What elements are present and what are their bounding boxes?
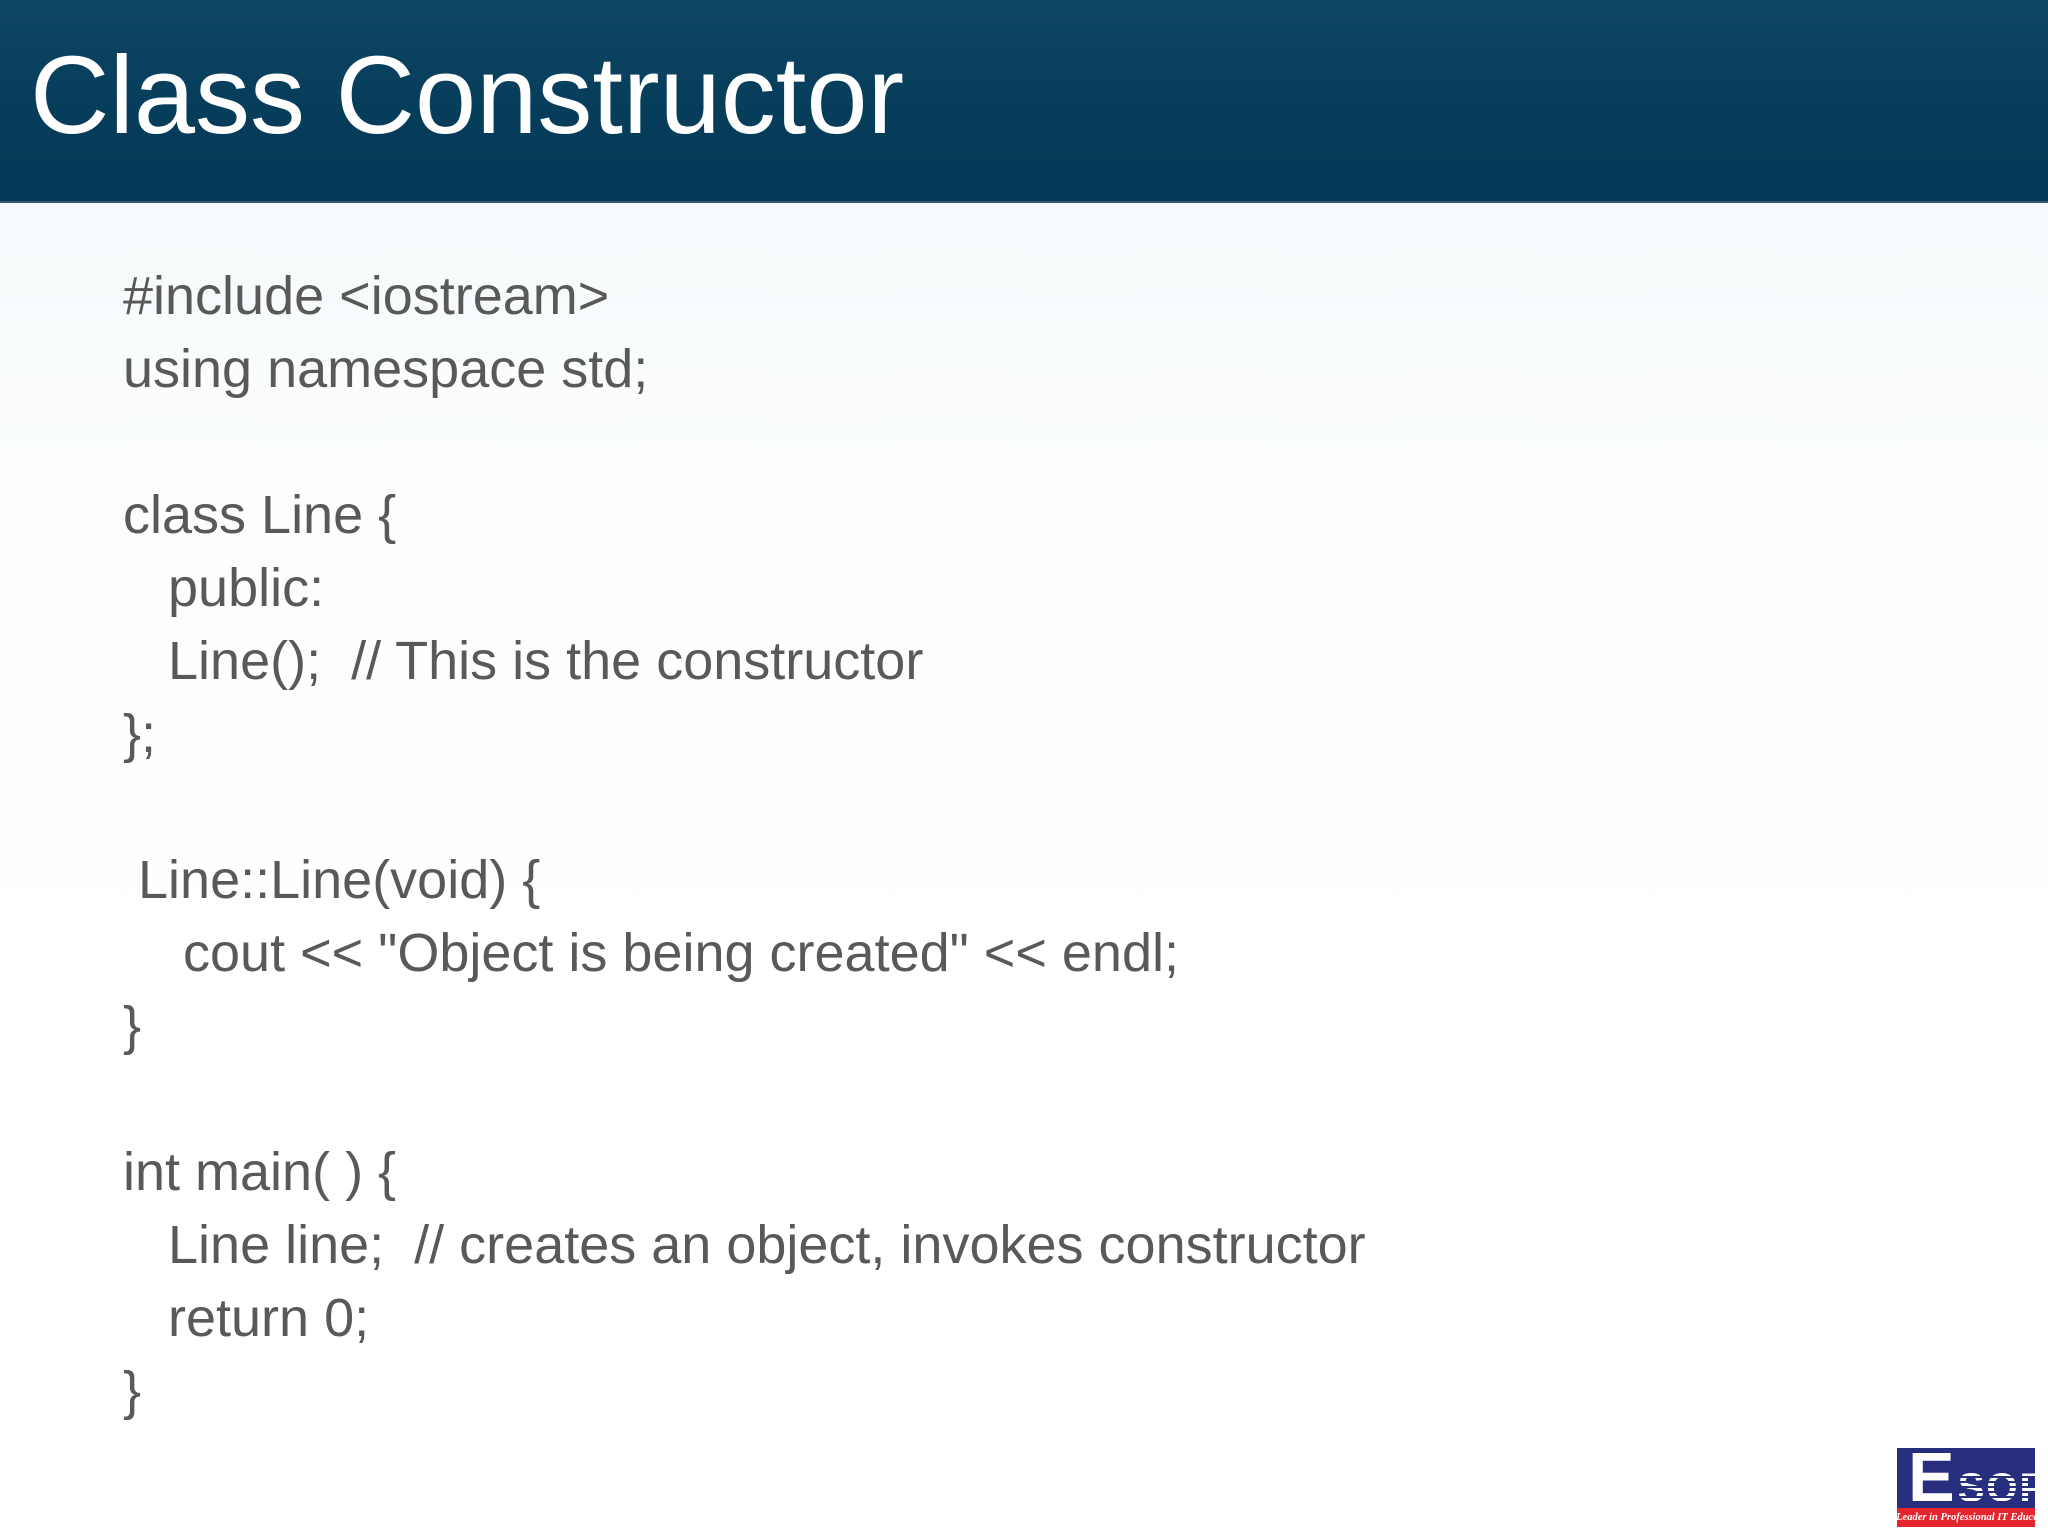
code-line (123, 406, 2008, 479)
code-line: using namespace std; (123, 339, 649, 399)
code-line: #include <iostream> (123, 266, 610, 326)
code-block: #include <iostream>using namespace std; … (0, 203, 2048, 1536)
code-line: } (123, 996, 142, 1056)
page-title: Class Constructor (30, 34, 905, 157)
code-line: cout << "Object is being created" << end… (123, 923, 1179, 983)
title-bar: Class Constructor (0, 0, 2048, 203)
esoft-logo-tagline: The Leader in Professional IT Education (1876, 1512, 2048, 1523)
esoft-logo-banner: The Leader in Professional IT Education (1877, 1508, 2048, 1527)
esoft-logo-letter-e: E (1908, 1448, 1955, 1508)
code-line: return 0; (123, 1288, 370, 1348)
code-line: Line(); // This is the constructor (123, 631, 924, 691)
code-line: Line line; // creates an object, invokes… (123, 1215, 1366, 1275)
code-line: class Line { (123, 485, 397, 545)
code-line: Line::Line(void) { (123, 850, 541, 910)
code-line: } (123, 1361, 142, 1421)
code-line: int main( ) { (123, 1142, 397, 1202)
code-line: }; (123, 704, 157, 764)
code-line: public: (123, 558, 325, 618)
code-line (123, 1063, 2008, 1136)
code-line (123, 771, 2008, 844)
